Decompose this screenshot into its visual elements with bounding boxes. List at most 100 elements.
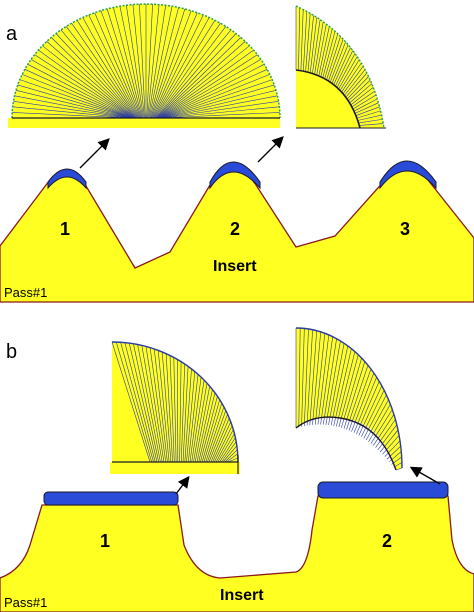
mesh-lines-b1 xyxy=(111,341,239,463)
mesh-line xyxy=(194,386,210,463)
mesh-line xyxy=(386,445,401,460)
mesh-line xyxy=(212,421,231,463)
mesh-line xyxy=(158,49,254,119)
mesh-line xyxy=(395,467,403,471)
mesh-line xyxy=(38,49,134,119)
mesh-line xyxy=(357,114,382,121)
mesh-line xyxy=(100,10,141,119)
mesh-line xyxy=(301,328,305,427)
mesh-line xyxy=(349,83,372,104)
mesh-line xyxy=(214,425,233,463)
mesh-line xyxy=(160,74,270,119)
mesh-line xyxy=(46,41,135,119)
mesh-line xyxy=(205,406,225,463)
mesh-line xyxy=(111,341,151,463)
mesh-line xyxy=(133,343,159,463)
mesh-line xyxy=(356,381,380,435)
mesh-line xyxy=(316,23,327,76)
mesh-line xyxy=(153,348,168,463)
zoom-inset-a1 xyxy=(8,2,287,130)
mesh-line xyxy=(17,84,131,119)
mesh-line xyxy=(300,9,304,71)
coating-tooth-2-a xyxy=(209,161,261,190)
mesh-line xyxy=(328,343,345,426)
mesh-line xyxy=(34,54,133,119)
mesh-line xyxy=(189,377,202,463)
mesh-line xyxy=(182,366,189,463)
mesh-line xyxy=(82,17,139,119)
mesh-line xyxy=(161,84,275,119)
mesh-line xyxy=(146,4,153,119)
mesh-line xyxy=(312,331,321,425)
mesh-line xyxy=(333,348,352,426)
mesh-line xyxy=(161,101,279,119)
mesh-line xyxy=(149,7,179,119)
pass-label-a: Pass#1 xyxy=(4,285,47,300)
mesh-line xyxy=(19,79,131,119)
mesh-line xyxy=(159,54,258,119)
mesh-line xyxy=(346,365,369,430)
mesh-line xyxy=(210,417,230,463)
mesh-line xyxy=(193,383,208,463)
mesh-line xyxy=(139,4,146,119)
mesh-line xyxy=(120,342,154,463)
zoom-arrow-b2 xyxy=(409,466,441,485)
mesh-line xyxy=(354,102,379,114)
insert-body-b xyxy=(0,495,474,612)
mesh-line xyxy=(159,59,262,119)
mesh-line xyxy=(336,53,356,88)
mesh-line xyxy=(203,403,223,463)
mesh-line xyxy=(42,45,134,119)
tooth-label-1-b: 1 xyxy=(100,531,110,551)
mesh-line xyxy=(149,347,166,463)
mesh-line xyxy=(350,87,374,106)
mesh-line xyxy=(191,380,205,463)
tooth-label-3-a: 3 xyxy=(400,219,410,239)
mesh-line xyxy=(342,66,364,94)
mesh-line xyxy=(160,64,265,119)
coating-tooth-1-a xyxy=(47,168,87,190)
mesh-line xyxy=(298,328,301,428)
mesh-line xyxy=(323,338,337,425)
mesh-line xyxy=(157,37,242,119)
mesh-line xyxy=(215,429,234,463)
mesh-line xyxy=(128,343,158,463)
mesh-line xyxy=(155,29,232,119)
mesh-line xyxy=(303,11,308,72)
mesh-line xyxy=(50,37,135,119)
mesh-line xyxy=(341,358,362,428)
pass-label-b: Pass#1 xyxy=(4,595,47,610)
mesh-line xyxy=(365,399,389,441)
mesh-line xyxy=(116,342,152,463)
mesh-line xyxy=(219,437,236,463)
mesh-line xyxy=(352,94,377,110)
mesh-line xyxy=(377,424,398,450)
mesh-line xyxy=(161,351,172,463)
mesh-line xyxy=(141,345,163,463)
mesh-line xyxy=(320,28,333,77)
mesh-line xyxy=(318,26,330,76)
mesh-line xyxy=(137,344,161,463)
mesh-line xyxy=(348,79,371,102)
coating-tooth-3-a xyxy=(379,160,437,190)
mesh-line xyxy=(329,41,346,83)
mesh-line xyxy=(335,50,354,87)
mesh-line xyxy=(221,441,237,463)
mesh-line xyxy=(312,19,321,74)
mesh-line xyxy=(314,333,326,425)
coating-tooth-1-b xyxy=(43,491,179,506)
zoom-arrow-a1 xyxy=(79,138,110,169)
mesh-line xyxy=(88,14,140,119)
mesh-line xyxy=(30,59,133,119)
coating-tooth-2-b xyxy=(317,481,449,499)
mesh-line xyxy=(305,13,311,72)
mesh-line xyxy=(359,123,384,126)
mesh-line xyxy=(198,392,216,463)
mesh-line xyxy=(368,404,391,443)
mesh-line xyxy=(158,45,250,119)
mesh-line xyxy=(343,361,366,429)
mesh-line xyxy=(333,47,351,85)
mesh-line xyxy=(384,440,401,457)
mesh-line xyxy=(226,453,238,463)
mesh-line xyxy=(345,72,368,98)
